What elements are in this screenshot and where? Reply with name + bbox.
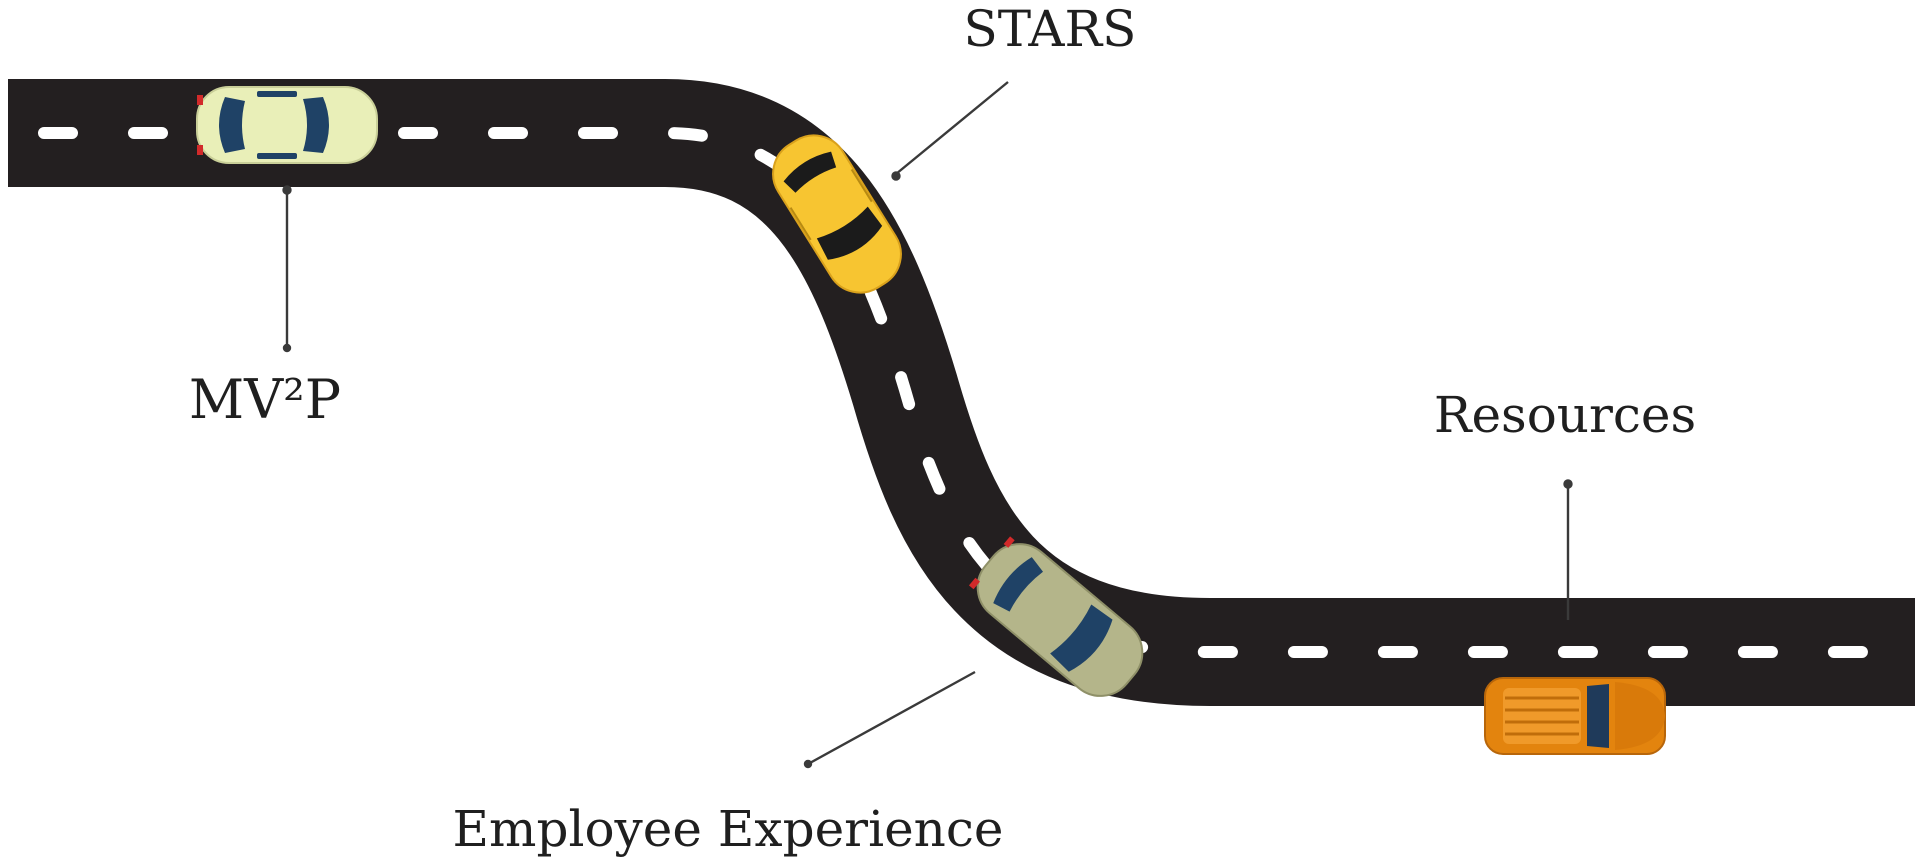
car-sage — [968, 536, 1144, 697]
car-yellow — [772, 134, 902, 294]
label-employee-experience: Employee Experience — [453, 800, 1004, 858]
car-cream — [196, 86, 378, 164]
car-orange — [1484, 677, 1666, 755]
lane-markings — [38, 127, 1921, 658]
label-mv2p: MV²P — [189, 368, 341, 431]
leader-employee-experience — [807, 670, 976, 766]
label-stars: STARS — [964, 0, 1137, 58]
leader-stars — [895, 81, 1009, 175]
leader-lines — [282, 81, 1573, 769]
label-resources: Resources — [1434, 386, 1696, 444]
